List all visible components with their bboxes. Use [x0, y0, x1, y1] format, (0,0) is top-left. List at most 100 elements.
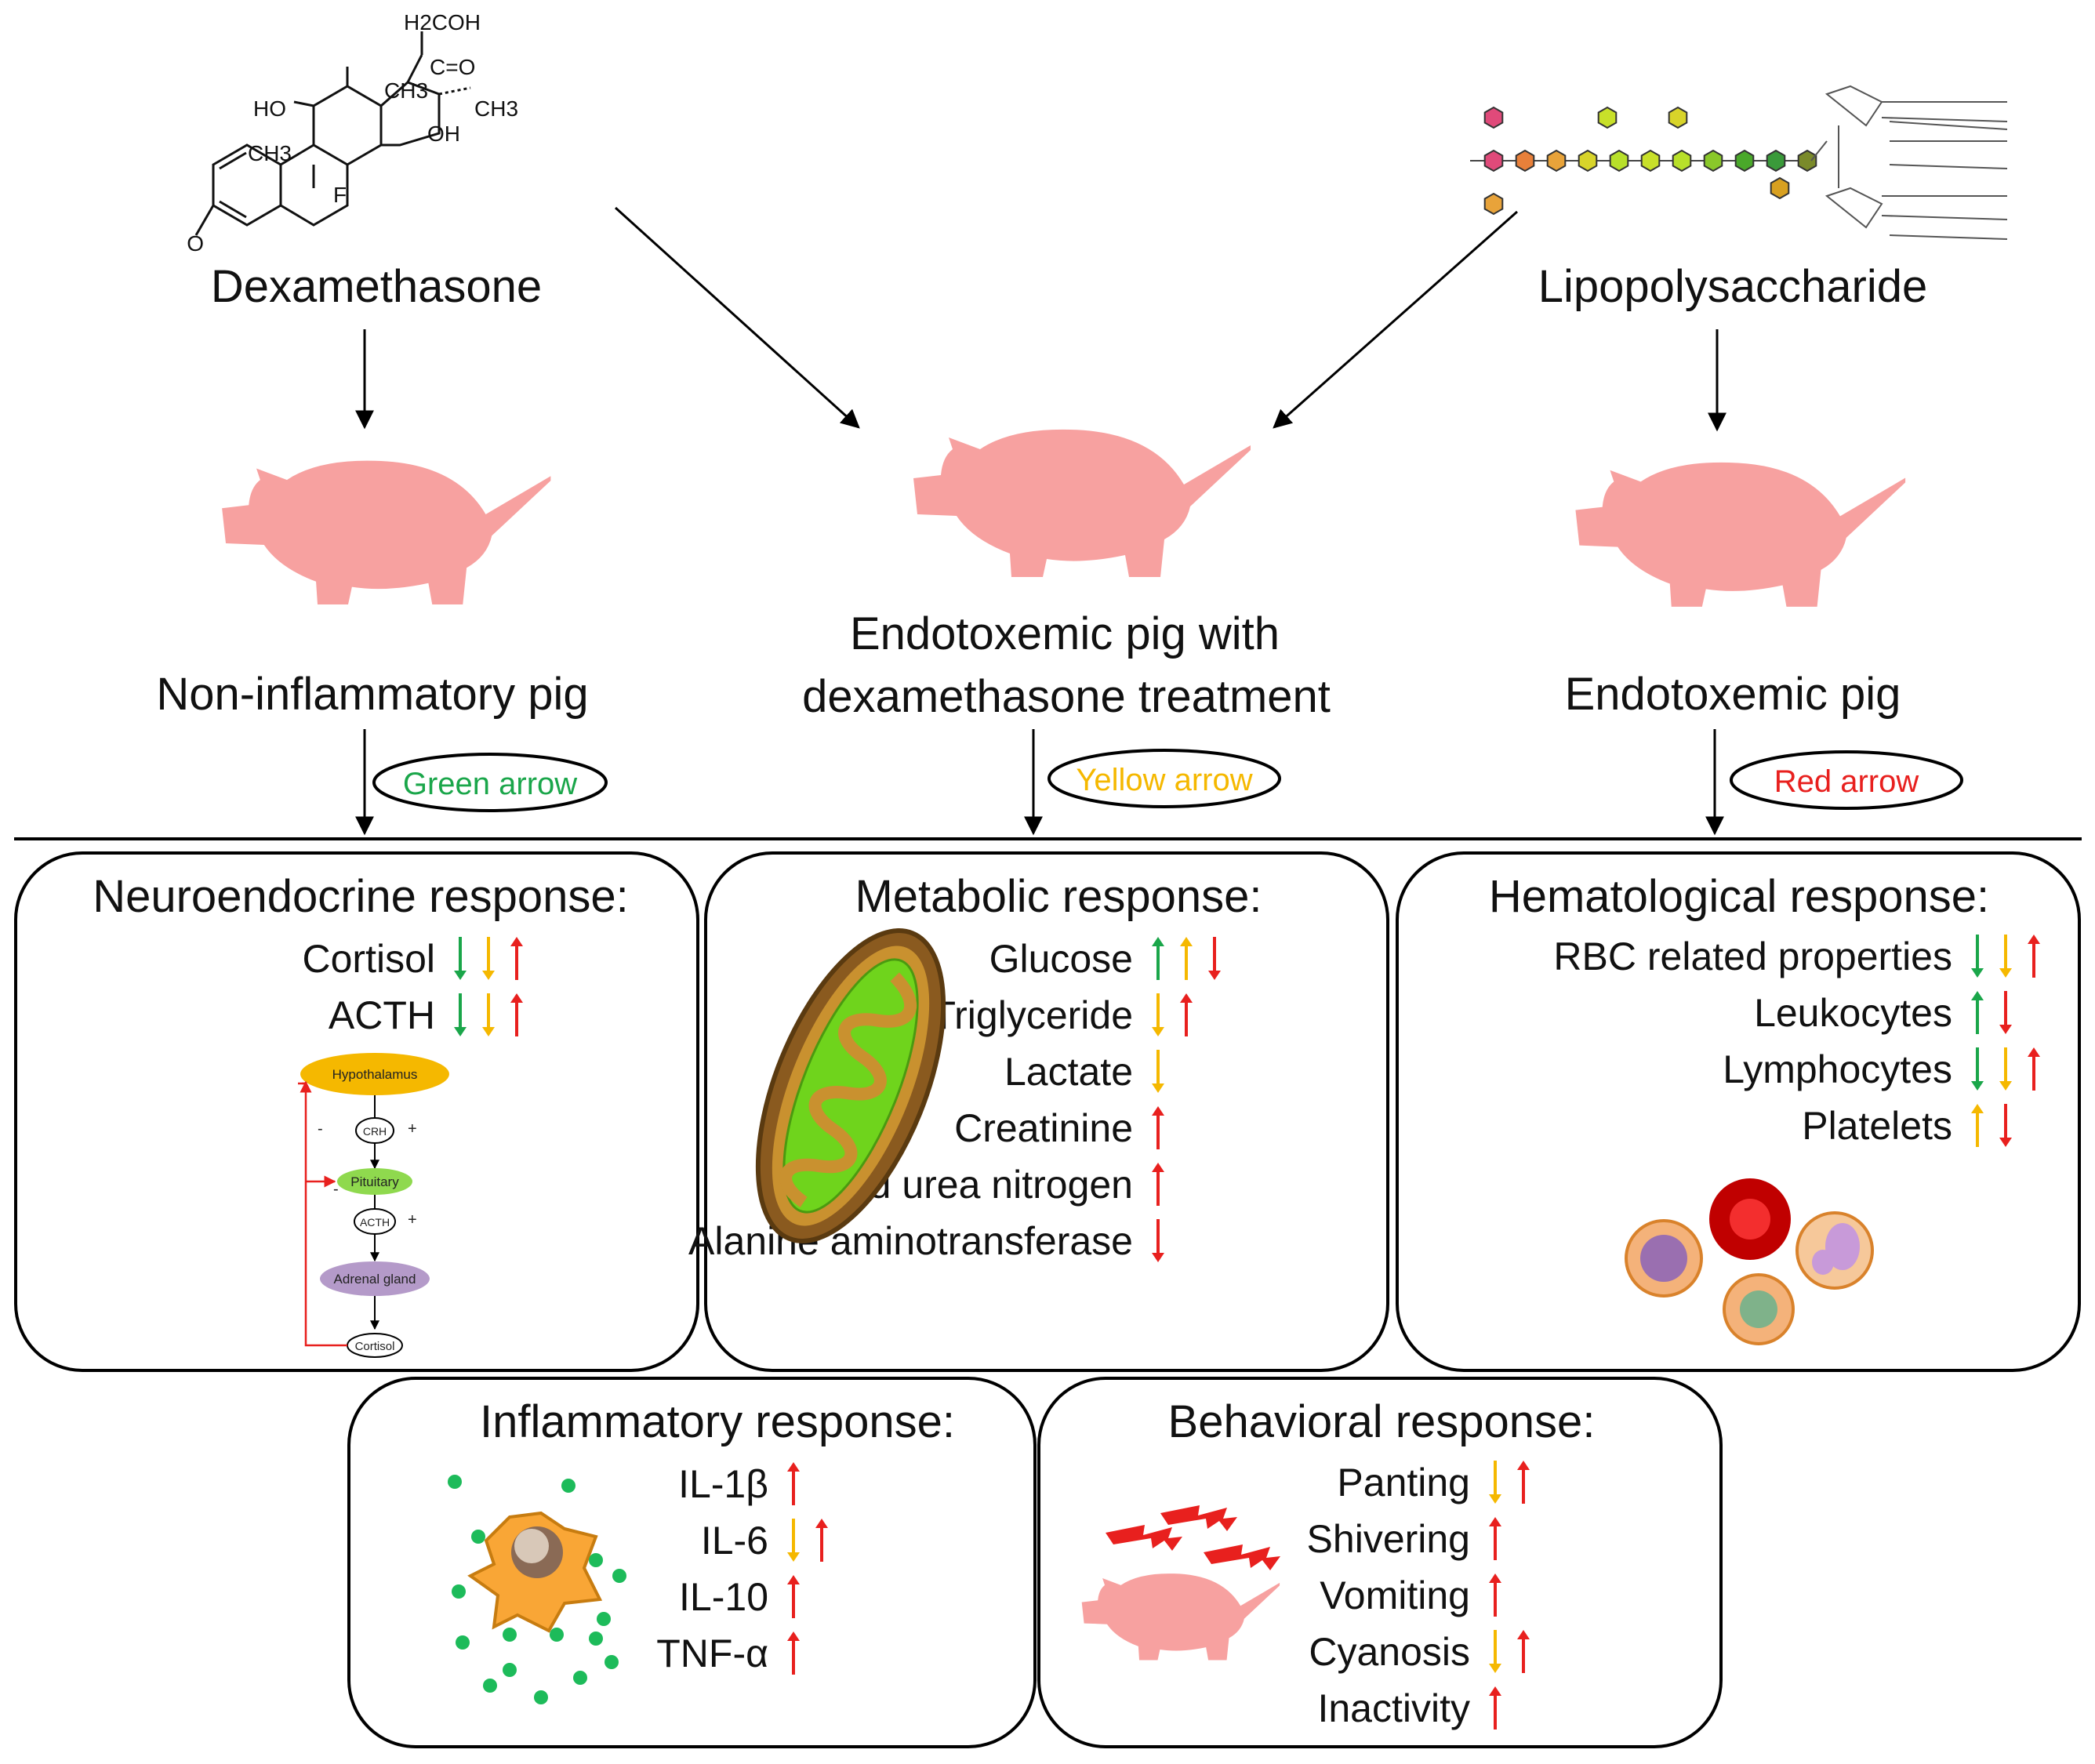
neuroendocrine-title: Neuroendocrine response:: [93, 871, 629, 922]
lps-sugar-ring: [1483, 149, 1504, 172]
metabolic-item-label: Glucose: [989, 937, 1133, 981]
change-arrow-up: [1489, 1517, 1501, 1560]
lps-sugar-ring: [1546, 149, 1567, 172]
change-arrow-up: [787, 1632, 800, 1675]
arrow-dex-to-center-pig: [614, 206, 860, 429]
behav-item-label: Shivering: [1307, 1517, 1470, 1561]
pig-icon-center: [913, 429, 1251, 577]
cytokine-dot: [452, 1584, 466, 1599]
lps-sugar-ring: [1597, 106, 1618, 129]
change-arrow-down: [482, 937, 495, 980]
change-arrow-up: [1971, 1104, 1984, 1147]
svg-text:Cortisol: Cortisol: [355, 1340, 395, 1353]
hemato-item-label: Platelets: [1802, 1104, 1952, 1148]
macrophage-icon: [467, 1511, 603, 1633]
svg-text:-: -: [318, 1120, 323, 1138]
svg-text:Adrenal gland: Adrenal gland: [334, 1272, 416, 1287]
change-arrow-down: [1489, 1630, 1501, 1673]
flow-arrows-bottom: [355, 729, 1724, 836]
change-arrow-up: [510, 993, 523, 1036]
hemato-item-label: RBC related properties: [1553, 935, 1952, 978]
change-arrow-up: [1180, 993, 1193, 1036]
change-arrow-down: [1999, 935, 2012, 978]
change-arrow-down: [454, 993, 467, 1036]
svg-text:CH3: CH3: [248, 141, 292, 165]
svg-text:H2COH: H2COH: [404, 10, 481, 34]
lps-sugar-ring: [1766, 149, 1786, 172]
pituitary-node: [337, 1168, 412, 1195]
box-neuroendocrine: [14, 851, 699, 1372]
lps-sugar-ring: [1797, 149, 1817, 172]
svg-text:CH3: CH3: [474, 96, 518, 121]
svg-text:Pituitary: Pituitary: [350, 1174, 399, 1189]
dexamethasone-labels: H2COH C=O HO CH3 CH3 OH CH3 F O: [187, 10, 518, 256]
metabolic-title: Metabolic response:: [855, 871, 1262, 922]
change-arrow-up: [1517, 1461, 1530, 1504]
box-inflammatory: [347, 1377, 1037, 1748]
behav-item-label: Vomiting: [1320, 1573, 1470, 1617]
metabolic-item-label: Creatinine: [954, 1106, 1133, 1150]
legend-green: Green arrow: [372, 753, 608, 812]
hypothalamus-node: [300, 1053, 449, 1095]
cytokine-dot: [589, 1553, 603, 1567]
lps-sugar-ring: [1668, 106, 1688, 129]
behav-item-label: Inactivity: [1317, 1686, 1470, 1730]
cytokine-dot: [597, 1612, 611, 1626]
lightning-bolts-icon: [1106, 1505, 1280, 1570]
inflammatory-title: Inflammatory response:: [480, 1396, 955, 1447]
lipopolysaccharide-structure: [1470, 85, 2008, 240]
cytokine-dots: [448, 1475, 626, 1704]
inflam-item-label: IL-10: [679, 1575, 768, 1619]
svg-text:Green arrow: Green arrow: [403, 767, 577, 801]
behav-item-label: Panting: [1337, 1461, 1470, 1504]
pig-label-center-line2: dexamethasone treatment: [802, 671, 1331, 722]
change-arrow-up: [510, 937, 523, 980]
cytokine-dot: [561, 1479, 575, 1493]
svg-text:+: +: [408, 1120, 417, 1138]
cytokine-dot: [612, 1569, 626, 1583]
change-arrow-up: [815, 1519, 828, 1562]
cytokine-dot: [503, 1628, 517, 1642]
metabolic-item-label: Lactate: [1004, 1050, 1133, 1094]
lps-sugar-ring: [1672, 149, 1692, 172]
neuro-item-label: ACTH: [329, 993, 435, 1037]
change-arrow-up: [1489, 1686, 1501, 1730]
change-arrow-up: [1152, 1106, 1164, 1149]
svg-text:-: -: [333, 1181, 339, 1198]
lps-sugar-ring: [1734, 149, 1755, 172]
mitochondrion-icon: [755, 928, 946, 1243]
cytokine-dot: [550, 1628, 564, 1642]
change-arrow-up: [1489, 1573, 1501, 1617]
flow-arrows-top: [355, 206, 1726, 432]
lps-sugar-ring: [1483, 106, 1504, 129]
change-arrow-up: [787, 1575, 800, 1618]
cytokine-dot: [471, 1530, 485, 1544]
change-arrow-down: [1152, 993, 1164, 1036]
lps-sugar-ring: [1609, 149, 1629, 172]
pig-icon-right: [1575, 462, 1906, 607]
hemato-item-label: Lymphocytes: [1723, 1047, 1952, 1091]
cytokine-dot: [605, 1655, 619, 1669]
lps-sugar-ring: [1515, 149, 1535, 172]
metabolic-item-label: Alanine aminotransferase: [688, 1219, 1133, 1263]
neuro-item-label: Cortisol: [303, 937, 435, 981]
change-arrow-down: [1971, 1047, 1984, 1091]
legend-red: Red arrow: [1730, 750, 1963, 810]
cytokine-dot: [448, 1475, 462, 1489]
box-hematological: [1396, 851, 2081, 1372]
lipopolysaccharide-label: Lipopolysaccharide: [1538, 261, 1928, 312]
change-arrow-up: [1971, 991, 1984, 1034]
pig-label-right: Endotoxemic pig: [1565, 669, 1901, 720]
change-arrow-down: [1999, 1104, 2012, 1147]
behavioral-title: Behavioral response:: [1168, 1396, 1596, 1447]
svg-text:C=O: C=O: [430, 55, 475, 79]
change-arrow-up: [2028, 1047, 2040, 1091]
cytokine-dot: [589, 1632, 603, 1646]
change-arrow-down: [1152, 1219, 1164, 1262]
lps-sugar-ring: [1703, 149, 1723, 172]
svg-text:Red arrow: Red arrow: [1774, 764, 1919, 799]
cytokine-dot: [503, 1663, 517, 1677]
change-arrow-up: [787, 1462, 800, 1505]
change-arrow-up: [1517, 1630, 1530, 1673]
pig-label-center-line1: Endotoxemic pig with: [850, 608, 1280, 659]
